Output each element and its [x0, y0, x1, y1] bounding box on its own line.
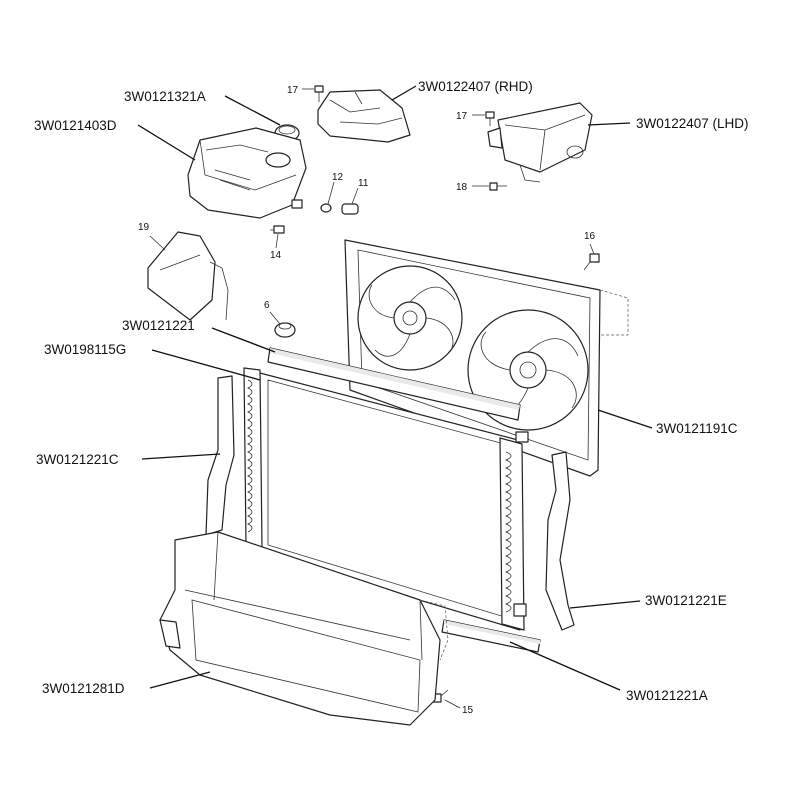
label-tank-rhd: 3W0122407 (RHD) [418, 79, 533, 94]
bolt-14 [270, 225, 285, 234]
air-duct[interactable] [159, 531, 449, 726]
bolt-17a [314, 85, 324, 102]
label-seal-lower: 3W0121221A [626, 688, 708, 703]
label-seal-left: 3W0121221C [36, 452, 119, 467]
sleeve-11 [341, 203, 359, 215]
callout-12: 12 [332, 172, 344, 183]
label-expansion-tank: 3W0121403D [34, 118, 117, 133]
label-tank-lhd: 3W0122407 (LHD) [636, 116, 749, 131]
callout-14: 14 [270, 250, 282, 261]
seal-right[interactable] [545, 451, 575, 631]
callout-6: 6 [264, 300, 270, 311]
part-19-cover[interactable] [147, 231, 229, 321]
label-seal-upper: 3W0121221 [122, 318, 195, 333]
callout-11: 11 [358, 178, 369, 189]
seal-upper[interactable] [267, 347, 521, 421]
callout-17a: 17 [287, 85, 299, 96]
callout-18: 18 [456, 182, 468, 193]
tank-lhd[interactable] [487, 102, 593, 183]
label-expansion-cap: 3W0121321A [124, 89, 206, 104]
callout-15: 15 [462, 705, 474, 716]
seal-lower[interactable] [441, 619, 541, 653]
callout-17b: 17 [456, 111, 468, 122]
label-air-duct: 3W0121281D [42, 681, 125, 696]
fan-assembly[interactable] [344, 239, 629, 477]
leader-lines [137, 85, 653, 709]
grommet-6 [274, 322, 296, 338]
label-fan-assembly: 3W0121191C [656, 421, 738, 436]
expansion-tank[interactable] [187, 127, 307, 219]
bolt-17b [485, 111, 495, 126]
radiator[interactable] [243, 367, 529, 631]
callout-16: 16 [584, 231, 596, 242]
seal-left[interactable] [205, 375, 235, 536]
bolt-18 [489, 182, 507, 191]
callout-19: 19 [138, 222, 150, 233]
tank-rhd[interactable] [317, 89, 411, 143]
clip-12 [320, 203, 332, 213]
bolt-16 [583, 253, 600, 271]
label-seal-right: 3W0121221E [645, 593, 727, 608]
label-seal-side: 3W0198115G [44, 342, 126, 357]
